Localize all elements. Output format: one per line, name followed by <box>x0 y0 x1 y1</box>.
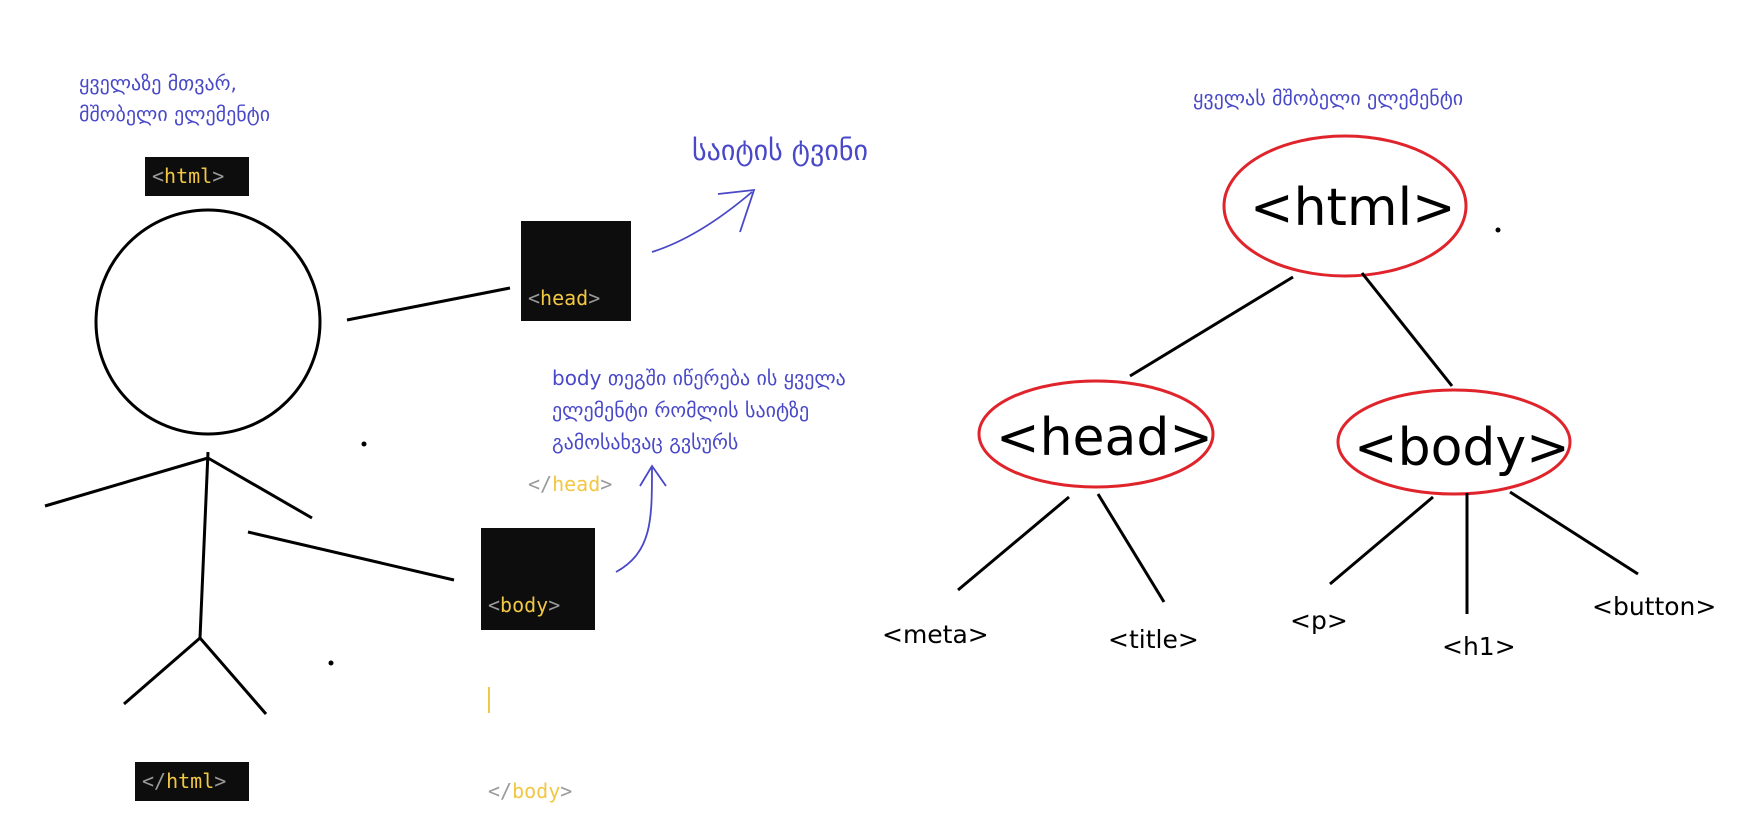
top-note-line: ყველაზე მთვარ, <box>79 71 237 95</box>
brain-arrow <box>651 191 753 253</box>
edge-body-p <box>1329 495 1434 586</box>
code-tag: body <box>512 779 561 803</box>
body-connector-line <box>247 530 455 582</box>
code-tag: head <box>540 286 589 310</box>
figure-head-circle <box>94 208 322 436</box>
top-note-line: მშობელი ელემენტი <box>79 102 271 126</box>
code-line: <head> <box>528 283 624 314</box>
head-connector-line <box>346 286 511 322</box>
code-line: </head> <box>528 469 624 500</box>
code-bracket: < <box>528 286 541 310</box>
code-bracket: > <box>600 472 613 496</box>
edge-html-body <box>1360 272 1454 387</box>
figure-torso <box>198 451 210 639</box>
code-head-block: <head> ​ </head> <box>521 221 631 496</box>
code-line <box>488 683 588 714</box>
brain-arrow-head <box>717 188 756 233</box>
edge-head-meta <box>957 495 1070 592</box>
code-bracket: > <box>212 164 225 188</box>
stray-dot <box>361 441 367 447</box>
body-note: body თეგში იწერება ის ყველა ელემენტი რომ… <box>552 362 846 458</box>
body-note-line: გამოსახვაც გვსურს <box>552 430 739 454</box>
code-body-block: <body> </body> <box>481 528 595 803</box>
code-line: <body> <box>488 590 588 621</box>
code-tag: head <box>552 472 601 496</box>
code-bracket: > <box>548 593 561 617</box>
figure-left-leg <box>123 636 201 706</box>
html-node-ellipse <box>1222 134 1468 278</box>
code-bracket: > <box>214 769 227 793</box>
code-bracket: > <box>560 779 573 803</box>
code-line: </body> <box>488 776 588 807</box>
head-node-ellipse <box>977 379 1215 489</box>
code-bracket: < <box>152 164 165 188</box>
p-leaf-label: <p> <box>1290 606 1348 635</box>
button-leaf-label: <button> <box>1592 592 1717 621</box>
brain-note: საიტის ტვინი <box>692 134 868 167</box>
body-arrow-head <box>639 464 667 487</box>
stray-dot <box>328 660 334 666</box>
code-tag: body <box>500 593 549 617</box>
edge-html-head <box>1129 275 1294 378</box>
code-bracket: < <box>488 593 501 617</box>
body-node-ellipse <box>1336 388 1572 496</box>
code-html-close: </html> <box>135 762 249 801</box>
code-bracket: </ <box>528 472 553 496</box>
meta-leaf-label: <meta> <box>882 620 989 649</box>
text-cursor <box>488 686 490 713</box>
title-leaf-label: <title> <box>1108 625 1199 654</box>
h1-leaf-label: <h1> <box>1442 632 1516 661</box>
edge-head-title <box>1096 493 1166 603</box>
code-bracket: > <box>588 286 601 310</box>
figure-left-arm <box>44 456 209 508</box>
code-bracket: </ <box>488 779 513 803</box>
edge-body-button <box>1509 490 1639 576</box>
code-bracket: </ <box>142 769 167 793</box>
code-tag: html <box>166 769 215 793</box>
html-node-label: <html> <box>1250 178 1456 238</box>
body-note-line: ელემენტი რომლის საიტზე <box>552 398 810 422</box>
body-note-line: body თეგში იწერება ის ყველა <box>552 366 846 390</box>
code-html-open: <html> <box>145 157 249 196</box>
figure-right-leg <box>198 637 268 715</box>
stray-dot <box>1495 227 1501 233</box>
code-line: ​ <box>528 376 624 407</box>
body-node-label: <body> <box>1354 418 1570 478</box>
head-node-label: <head> <box>996 408 1213 468</box>
figure-right-arm <box>207 456 313 520</box>
top-note: ყველაზე მთვარ, მშობელი ელემენტი <box>79 68 270 130</box>
body-arrow <box>615 467 653 573</box>
tree-title: ყველას მშობელი ელემენტი <box>1193 86 1464 110</box>
code-tag: html <box>164 164 213 188</box>
